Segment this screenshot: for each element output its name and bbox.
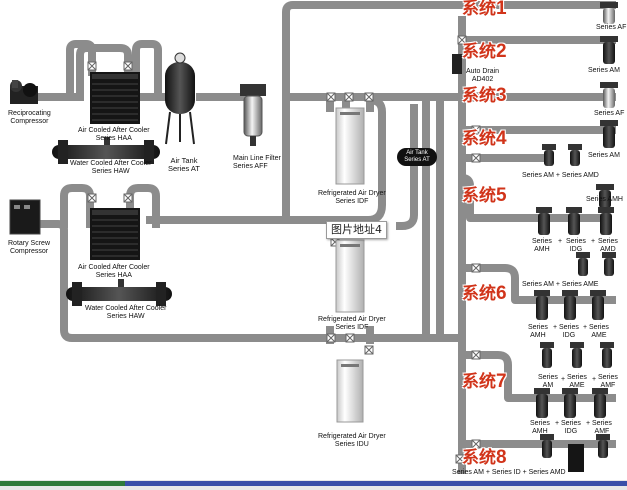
- series-label-s5-b3: Series AMD: [598, 238, 618, 253]
- rotary-screw-compressor-icon: [9, 199, 41, 235]
- water-cooled-aftercooler-label-2: Water Cooled After Cooler Series HAW: [85, 305, 167, 320]
- series-label-s5-b1: Series AMH: [532, 238, 552, 253]
- plus-sign: +: [583, 324, 588, 331]
- series-label-s7-b1: Series AMH: [530, 420, 550, 435]
- system-label-5: 系统5: [462, 185, 507, 206]
- plus-sign: +: [586, 420, 591, 427]
- system-number: 8: [496, 447, 507, 468]
- air-cooled-aftercooler-icon: [90, 208, 140, 260]
- system-number: 5: [496, 185, 507, 206]
- series-label-s5-amh: Series AMH: [586, 196, 623, 203]
- series-label-s5-b2: Series IDG: [566, 238, 586, 253]
- system-label-8: 系统8: [462, 447, 507, 468]
- plus-sign: +: [553, 324, 558, 331]
- water-cooled-aftercooler-icon: [52, 137, 160, 164]
- water-cooled-aftercooler-icon: [66, 279, 172, 306]
- system-text: 系统: [462, 284, 496, 304]
- system-text: 系统: [462, 372, 496, 392]
- series-label-s2: Series AM: [588, 67, 620, 74]
- series-label-s1: Series AF: [596, 24, 627, 31]
- series-label-s6-b1: Series AMH: [528, 324, 548, 339]
- auto-drain-label: Auto Drain AD402: [466, 68, 500, 83]
- main-line-filter-icon: [240, 84, 266, 146]
- air-cooled-aftercooler-label-2: Air Cooled After Cooler Series HAA: [78, 264, 150, 279]
- air-cooled-aftercooler-icon: [90, 72, 140, 124]
- series-label-s7-b2: Series IDG: [561, 420, 581, 435]
- air-tank-icon: [165, 52, 195, 145]
- series-label-s6-b2: Series IDG: [559, 324, 579, 339]
- system-number: 4: [496, 128, 507, 149]
- refrigerated-dryer-icon: [335, 107, 365, 185]
- plus-sign: +: [592, 376, 597, 383]
- series-label-s7-t1: Series AM: [538, 374, 558, 389]
- reciprocating-compressor-label: Reciprocating Compressor: [8, 110, 51, 125]
- system-text: 系统: [462, 86, 496, 106]
- series-label-s8: Series AM + Series ID + Series AMD: [452, 469, 566, 476]
- system-number: 3: [496, 85, 507, 106]
- air-tank-label-2: Air Tank Series AT: [397, 148, 437, 166]
- refrigerated-dryer-label-2: Refrigerated Air Dryer Series IDF: [318, 316, 386, 331]
- plus-sign: +: [561, 376, 566, 383]
- series-label-s4: Series AM: [588, 152, 620, 159]
- plus-sign: +: [555, 420, 560, 427]
- main-line-filter-label: Main Line Filter Series AFF: [233, 155, 281, 170]
- system-label-7: 系统7: [462, 371, 507, 392]
- system-number: 6: [496, 283, 507, 304]
- plus-sign: +: [591, 238, 596, 245]
- auto-drain-icon: [452, 54, 462, 74]
- system-text: 系统: [462, 0, 496, 19]
- series-label-s7-t3: Series AMF: [598, 374, 618, 389]
- system-label-1: 系统1: [462, 0, 507, 18]
- system-label-4: 系统4: [462, 128, 507, 149]
- plus-sign: +: [558, 238, 563, 245]
- valves: [87, 35, 481, 464]
- refrigerated-dryer-icon: [336, 359, 364, 423]
- system-text: 系统: [462, 42, 496, 62]
- series-label-s3: Series AF: [594, 110, 625, 117]
- system-label-2: 系统2: [462, 41, 507, 62]
- pipes: [32, 1, 616, 474]
- refrigerated-dryer-label-3: Refrigerated Air Dryer Series IDU: [318, 433, 386, 448]
- refrigerated-dryer-label-1: Refrigerated Air Dryer Series IDF: [318, 190, 386, 205]
- system-text: 系统: [462, 186, 496, 206]
- refrigerated-dryer-icon: [335, 239, 365, 313]
- series-label-s6-b3: Series AME: [589, 324, 609, 339]
- air-cooled-aftercooler-label-1: Air Cooled After Cooler Series HAA: [78, 127, 150, 142]
- series-label-s5-top: Series AM + Series AMD: [522, 172, 599, 179]
- system-text: 系统: [462, 448, 496, 468]
- system-number: 1: [496, 0, 507, 19]
- system-number: 2: [496, 41, 507, 62]
- system-label-3: 系统3: [462, 85, 507, 106]
- system-text: 系统: [462, 129, 496, 149]
- system-number: 7: [496, 371, 507, 392]
- water-cooled-aftercooler-label-1: Water Cooled After Cooler Series HAW: [70, 160, 152, 175]
- image-address-tooltip: 图片地址4: [326, 221, 387, 239]
- air-tank-label-1: Air Tank Series AT: [168, 156, 200, 173]
- reciprocating-compressor-icon: [10, 80, 38, 104]
- system-label-6: 系统6: [462, 283, 507, 304]
- filter-units: [534, 2, 618, 472]
- series-label-s7-t2: Series AME: [567, 374, 587, 389]
- bottom-bar: [0, 480, 627, 490]
- rotary-screw-compressor-label: Rotary Screw Compressor: [8, 240, 51, 255]
- series-label-s7-b3: Series AMF: [592, 420, 612, 435]
- series-label-s6-top: Series AM + Series AME: [522, 281, 599, 288]
